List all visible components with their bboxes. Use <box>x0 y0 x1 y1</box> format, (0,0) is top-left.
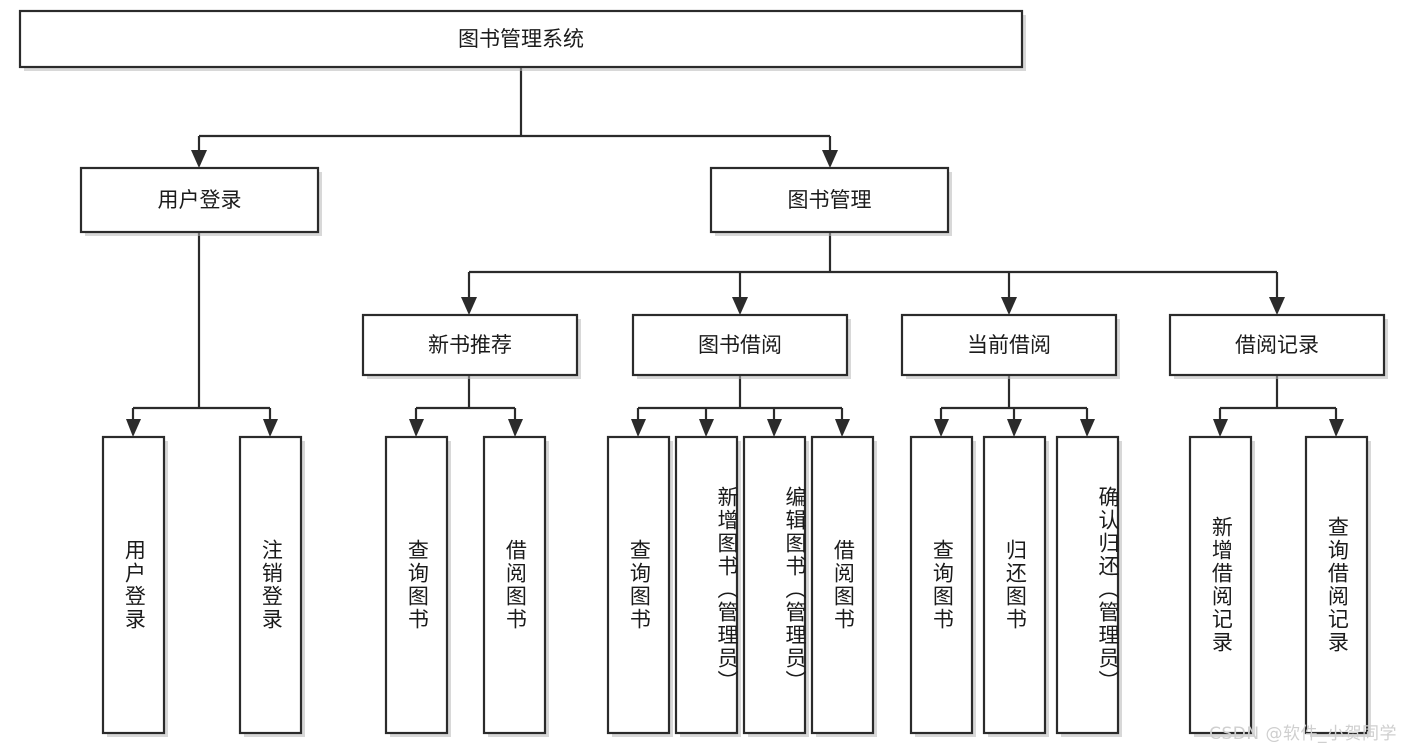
leaf-nb-query-book[interactable] <box>384 435 451 737</box>
connector-layer <box>126 67 1344 437</box>
node-root[interactable]: 图书管理系统 <box>18 9 1026 71</box>
arrowhead-leaf-nb-query <box>409 419 424 437</box>
arrowhead-leaf-bb-borrow <box>835 419 850 437</box>
leaf-bb-edit-book[interactable] <box>742 435 809 737</box>
node-new-book-recommend-label: 新书推荐 <box>428 333 512 357</box>
arrowhead-leaf-nb-borrow <box>508 419 523 437</box>
node-layer: 图书管理系统 用户登录 图书管理 新书推荐 <box>18 9 1388 737</box>
node-user-login-label: 用户登录 <box>158 188 242 212</box>
node-book-management-label: 图书管理 <box>788 188 872 212</box>
leaf-user-login[interactable] <box>101 435 168 737</box>
arrowhead-newbook <box>461 297 477 315</box>
arrowhead-current <box>1001 297 1017 315</box>
arrowhead-leaf-bb-query <box>631 419 646 437</box>
arrowhead-leaf-cb-confirm <box>1080 419 1095 437</box>
node-book-borrow-label: 图书借阅 <box>698 333 782 357</box>
node-user-login[interactable]: 用户登录 <box>79 166 322 236</box>
node-current-borrow[interactable]: 当前借阅 <box>900 313 1120 379</box>
arrowhead-leaf-cb-query <box>934 419 949 437</box>
arrowhead-leaf-br-add <box>1213 419 1228 437</box>
node-borrow-record[interactable]: 借阅记录 <box>1168 313 1388 379</box>
arrowhead-leaf-logout <box>263 419 278 437</box>
node-book-borrow[interactable]: 图书借阅 <box>631 313 851 379</box>
node-borrow-record-label: 借阅记录 <box>1235 333 1319 357</box>
arrowhead-leaf-cb-return <box>1007 419 1022 437</box>
leaf-logout[interactable] <box>238 435 305 737</box>
arrowhead-leaf-user-login <box>126 419 141 437</box>
leaf-nb-borrow-book[interactable] <box>482 435 549 737</box>
leaf-bb-borrow-book[interactable] <box>810 435 877 737</box>
arrowhead-borrow <box>732 297 748 315</box>
arrowhead-leaf-br-query <box>1329 419 1344 437</box>
arrowhead-record <box>1269 297 1285 315</box>
node-root-label: 图书管理系统 <box>458 27 584 51</box>
node-current-borrow-label: 当前借阅 <box>967 333 1051 357</box>
arrowhead-book-mgmt <box>822 150 838 168</box>
leaf-br-add-record[interactable] <box>1188 435 1255 737</box>
leaf-cb-return-book[interactable] <box>982 435 1049 737</box>
leaf-cb-query-book[interactable] <box>909 435 976 737</box>
node-new-book-recommend[interactable]: 新书推荐 <box>361 313 581 379</box>
leaf-bb-query-book[interactable] <box>606 435 673 737</box>
csdn-watermark: CSDN @软件_小贺同学 <box>1209 724 1397 744</box>
leaf-br-query-record[interactable] <box>1304 435 1371 737</box>
leaf-cb-confirm-return[interactable] <box>1055 435 1122 737</box>
node-book-management[interactable]: 图书管理 <box>709 166 952 236</box>
leaf-bb-add-book[interactable] <box>674 435 741 737</box>
arrowhead-leaf-bb-add <box>699 419 714 437</box>
arrowhead-user-login <box>191 150 207 168</box>
arrowhead-leaf-bb-edit <box>767 419 782 437</box>
